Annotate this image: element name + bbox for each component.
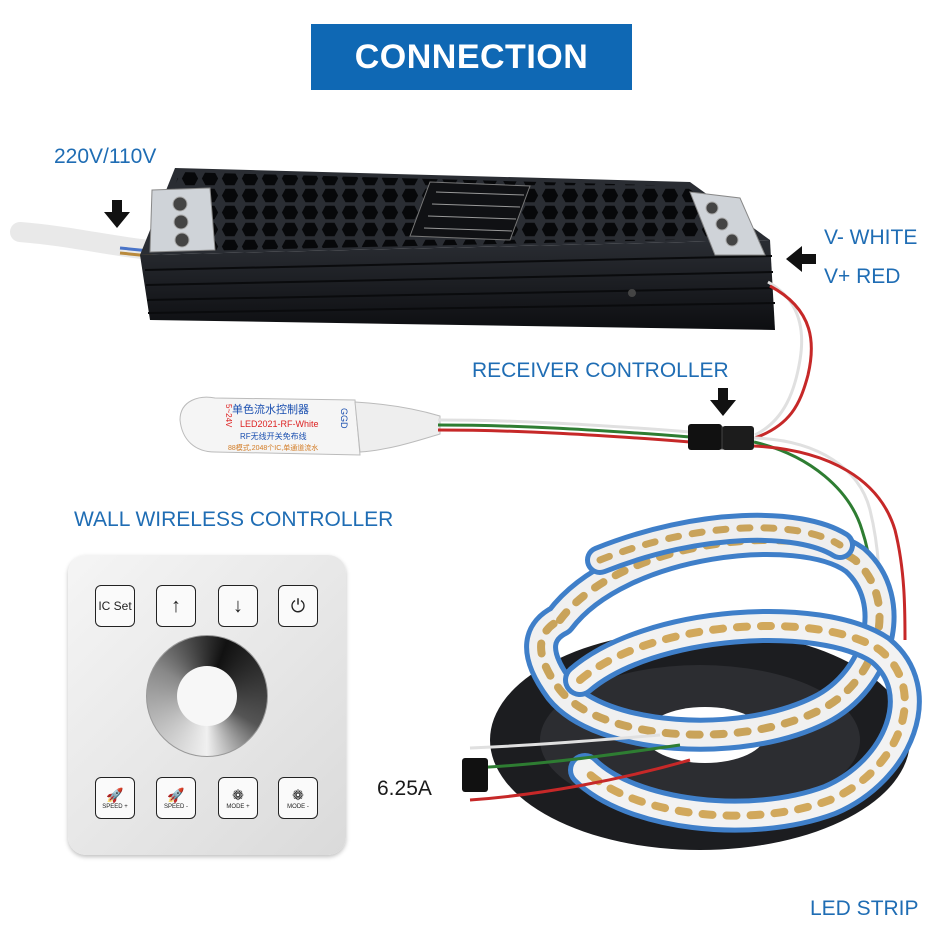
mode-up-button[interactable]: ❁ MODE + [218, 777, 258, 819]
strip-tail-wires [469, 733, 691, 802]
ic-set-button[interactable]: IC Set [95, 585, 135, 627]
rocket-icon: 🚀 [167, 786, 185, 803]
power-button[interactable]: ⏻ [278, 585, 318, 627]
arrow-down-icon [104, 200, 130, 228]
receiver-print-line1: 单色流水控制器 [232, 402, 309, 416]
input-terminal [149, 187, 216, 253]
mode-down-label: MODE - [287, 803, 309, 810]
receiver-print-line4: 88模式,2048个IC,单通道流水 [228, 443, 318, 452]
v-minus-label: V- WHITE [824, 226, 918, 249]
down-arrow-icon: ↓ [233, 594, 243, 617]
receiver-print-side-left: 5~24V [224, 404, 233, 428]
speed-down-label: SPEED - [163, 803, 188, 810]
speed-up-label: SPEED + [102, 803, 128, 810]
led-strip-label: LED STRIP [810, 897, 919, 920]
mode-down-button[interactable]: ❁ MODE - [278, 777, 318, 819]
arrow-left-icon [786, 246, 816, 272]
current-label: 6.25A [377, 777, 432, 800]
strip-plug [462, 758, 488, 792]
page-title: CONNECTION [311, 24, 632, 90]
output-terminal [689, 191, 766, 256]
receiver-print-line2: LED2021-RF-White [240, 419, 319, 429]
led-strip-reel [490, 512, 922, 850]
up-arrow-icon: ↑ [171, 594, 181, 617]
film-reel-icon: ❁ [292, 786, 304, 803]
wall-wireless-controller: IC Set ↑ ↓ ⏻ 🚀 SPEED + 🚀 SPEED - ❁ MODE … [68, 555, 346, 855]
rocket-icon: 🚀 [106, 786, 124, 803]
up-button[interactable]: ↑ [156, 585, 196, 627]
dial-center [177, 666, 237, 726]
input-voltage-label: 220V/110V [54, 145, 157, 168]
mode-up-label: MODE + [226, 803, 250, 810]
film-reel-icon: ❁ [232, 786, 244, 803]
wire-connector [688, 424, 754, 450]
receiver-wires [437, 418, 691, 444]
receiver-controller: 单色流水控制器 LED2021-RF-White RF无线开关免布线 88模式,… [179, 396, 441, 456]
receiver-print-side-right: GGD [339, 408, 349, 429]
power-supply [140, 168, 776, 330]
ic-set-label: IC Set [98, 599, 132, 613]
wall-controller-label: WALL WIRELESS CONTROLLER [74, 508, 394, 531]
dimmer-dial[interactable] [146, 635, 268, 757]
speed-up-button[interactable]: 🚀 SPEED + [95, 777, 135, 819]
receiver-print-line3: RF无线开关免布线 [240, 431, 307, 441]
receiver-controller-label: RECEIVER CONTROLLER [472, 359, 729, 382]
arrow-down-icon [710, 388, 736, 416]
down-button[interactable]: ↓ [218, 585, 258, 627]
v-plus-label: V+ RED [824, 265, 901, 288]
power-icon: ⏻ [290, 595, 306, 616]
psu-output-wires [754, 280, 813, 440]
speed-down-button[interactable]: 🚀 SPEED - [156, 777, 196, 819]
input-cable [10, 222, 161, 260]
